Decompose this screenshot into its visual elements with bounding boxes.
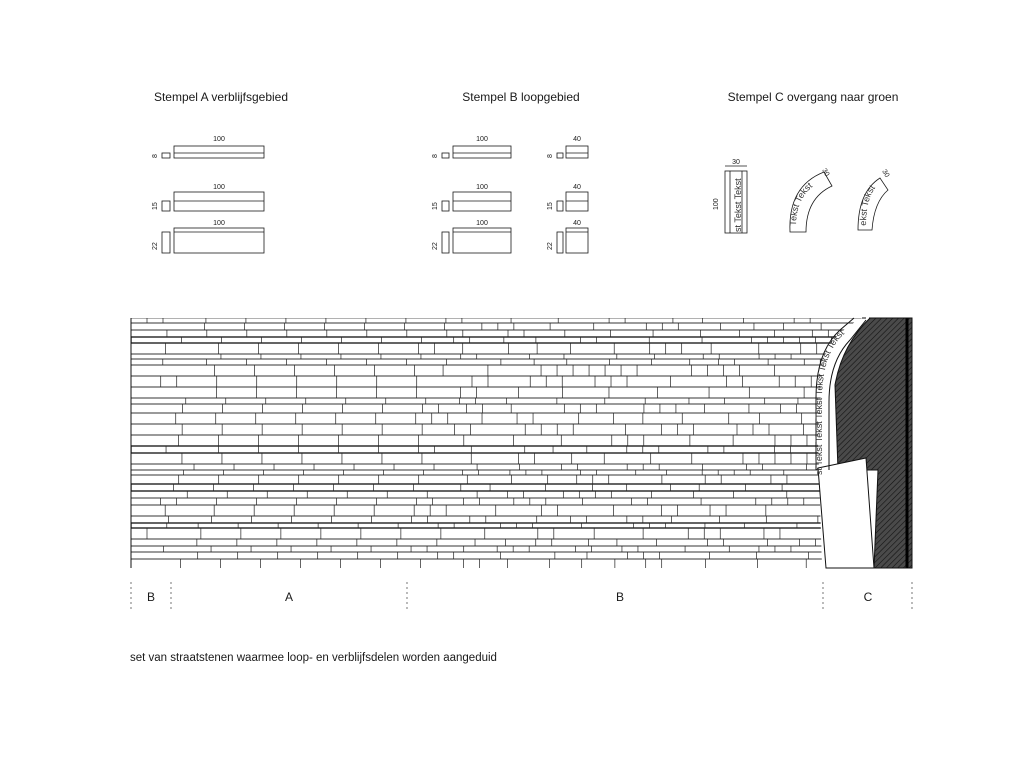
stamp-b-small-width-3: 40 — [573, 220, 581, 227]
stamp-c-curve-text-2: ekst Tekst — [858, 183, 877, 226]
stamp-b-brick-15 — [452, 191, 512, 212]
stamp-b-height-3: 22 — [432, 242, 439, 250]
stamp-c-title: Stempel C overgang naar groen — [728, 90, 899, 104]
stamp-b-small-brick-15 — [565, 191, 589, 212]
stamp-a-bricks — [161, 145, 265, 254]
stamp-c-curve-width-1: 30 — [820, 168, 830, 178]
caption: set van straatstenen waarmee loop- en ve… — [130, 652, 497, 664]
zone-label-b: B — [616, 590, 624, 604]
green-zone — [834, 317, 913, 569]
stamp-c-width: 30 — [732, 159, 740, 166]
stamp-b-small-height-2: 15 — [547, 202, 554, 210]
zone-label-c: C — [864, 590, 873, 604]
stamp-c-straight-text: st Tekst Tekst — [733, 178, 743, 232]
stamp-c-shapes — [724, 165, 889, 234]
stamp-c-curve-width-2: 30 — [880, 169, 890, 179]
stamp-b-small-height-1: 8 — [547, 154, 554, 158]
stamp-c-straight-curb — [724, 170, 748, 234]
stamp-b-width-2: 100 — [476, 184, 488, 191]
stamp-b-small-height-3: 22 — [547, 242, 554, 250]
stamp-a-width-1: 100 — [213, 136, 225, 143]
zone-label-b-left: B — [147, 590, 155, 604]
transition-opening — [817, 457, 875, 569]
stamp-b-width-3: 100 — [476, 220, 488, 227]
zone-dividers — [130, 582, 913, 610]
stamp-b-bricks — [441, 145, 589, 254]
stamp-a-width-2: 100 — [213, 184, 225, 191]
stamp-b-width-1: 100 — [476, 136, 488, 143]
stamp-a-brick-22 — [173, 227, 265, 254]
zone-label-a: A — [285, 590, 293, 604]
paving-plan: st Tekst Tekst Tekst Tekst Tekst Tekst — [130, 317, 913, 569]
stamp-a-brick-15 — [173, 191, 265, 212]
paving-outline — [131, 318, 912, 568]
stamp-a-height-3: 22 — [152, 242, 159, 250]
stamp-c-length: 100 — [713, 198, 720, 210]
stamp-b-brick-8 — [452, 145, 512, 159]
stamp-c-curve-text-1: Tekst Tekst — [788, 180, 814, 226]
stamp-b-height-1: 8 — [432, 154, 439, 158]
stamp-c-curved-curb-2 — [857, 177, 889, 231]
stamp-a-height-2: 15 — [152, 202, 159, 210]
stamp-c-curved-curb-1 — [789, 171, 833, 233]
curb-line — [815, 317, 855, 470]
stamp-b-small-brick-22 — [565, 227, 589, 254]
stamp-b-small-width-1: 40 — [573, 136, 581, 143]
stamp-b-small-brick-8 — [565, 145, 589, 159]
stamp-a-height-1: 8 — [152, 154, 159, 158]
stamp-b-brick-22 — [452, 227, 512, 254]
stamp-a-brick-8 — [173, 145, 265, 159]
stamp-a-width-3: 100 — [213, 220, 225, 227]
stamp-a-title: Stempel A verblijfsgebied — [154, 90, 288, 104]
stamp-b-small-width-2: 40 — [573, 184, 581, 191]
stamp-b-title: Stempel B loopgebied — [462, 90, 579, 104]
stamp-b-height-2: 15 — [432, 202, 439, 210]
brick-row — [131, 558, 862, 568]
